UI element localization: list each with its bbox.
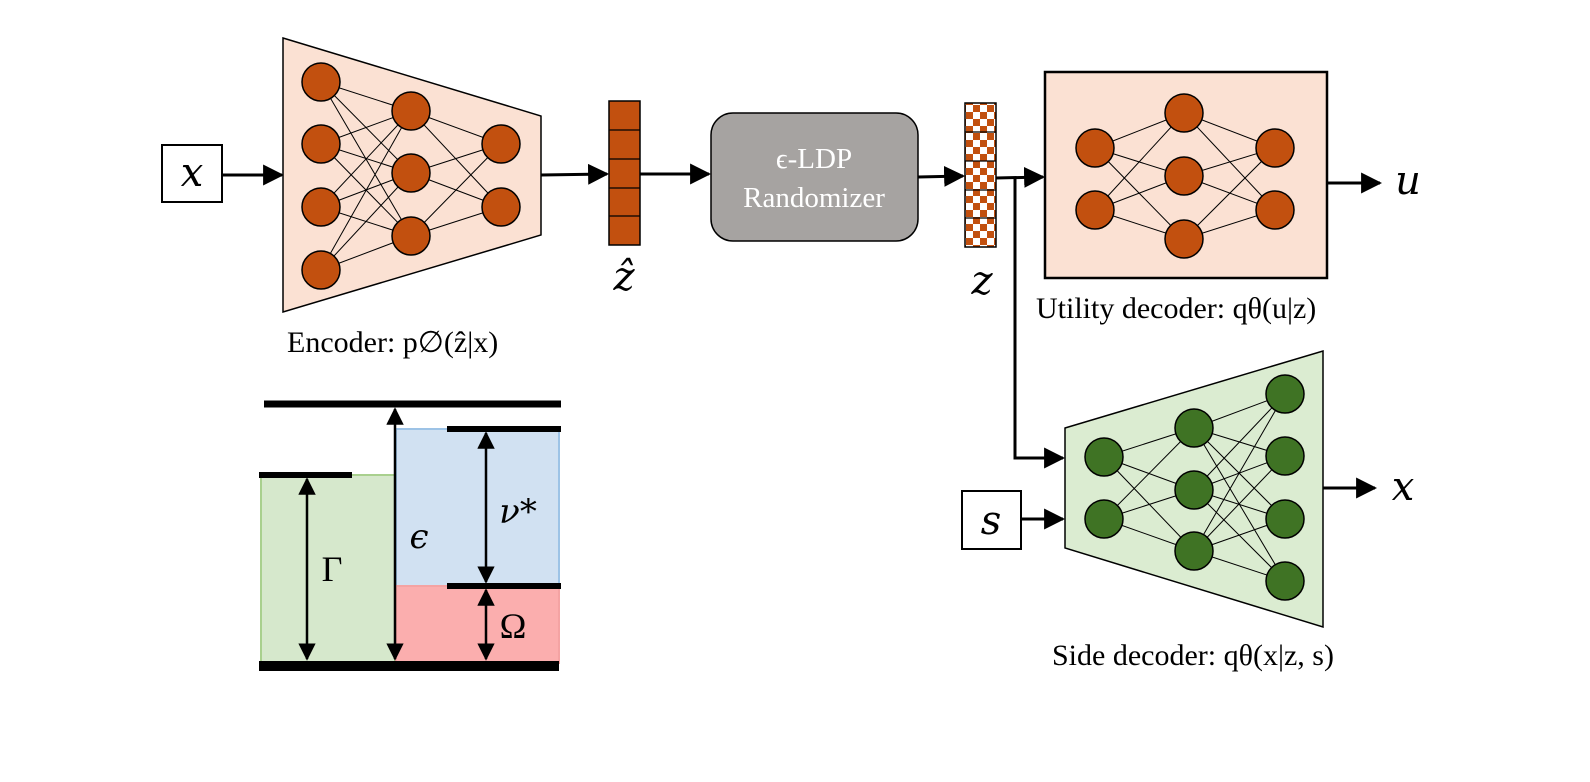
utility-decoder-neuron <box>1075 190 1115 230</box>
side-decoder-neuron <box>1084 437 1124 477</box>
input-s-label: s <box>981 498 1002 544</box>
utility-decoder-neurons <box>1075 93 1295 259</box>
side-decoder-connection <box>1193 393 1286 491</box>
side-decoder-neuron <box>1265 499 1305 539</box>
output-x-label: x <box>1392 464 1415 510</box>
side-decoder-neuron <box>1084 499 1124 539</box>
side-decoder-connection <box>1193 455 1286 552</box>
z-hat-label: ẑ <box>612 254 635 300</box>
encoder-neuron <box>301 250 341 290</box>
utility-decoder-neuron <box>1255 128 1295 168</box>
utility-decoder-connection <box>1183 147 1276 240</box>
encoder-neuron <box>481 187 521 227</box>
encoder-neuron <box>391 153 431 193</box>
encoder-neuron <box>301 62 341 102</box>
input-x-label: x <box>181 150 204 196</box>
randomizer-label-line2: Randomizer <box>743 182 885 214</box>
input-x-box: x <box>161 144 223 203</box>
side-decoder-neuron <box>1265 436 1305 476</box>
side-decoder-caption: Side decoder: qθ(x|z, s) <box>1052 639 1334 672</box>
nu-star-symbol: ν* <box>499 492 537 532</box>
epsilon-symbol: ϵ <box>409 517 428 557</box>
privacy-budget-diagram: Γ ϵ ν* Ω <box>259 400 561 671</box>
omega-symbol: Ω <box>500 606 527 646</box>
omega-region <box>395 585 560 664</box>
randomizer-label-line1: ϵ-LDP <box>776 143 852 175</box>
encoder-network <box>282 36 542 314</box>
utility-decoder-caption: Utility decoder: qθ(u|z) <box>1036 292 1316 325</box>
utility-decoder-neuron <box>1255 190 1295 230</box>
side-decoder-connection <box>1193 393 1286 552</box>
encoder-neurons <box>301 62 521 290</box>
utility-decoder-connection <box>1094 112 1185 211</box>
encoder-neuron <box>481 124 521 164</box>
side-decoder-neuron <box>1174 470 1214 510</box>
z-label: z <box>970 258 993 304</box>
encoder-neuron <box>301 124 341 164</box>
utility-decoder-neuron <box>1164 93 1204 133</box>
z-vector <box>964 102 997 248</box>
arrow-z-to-utility-decoder <box>995 166 1046 188</box>
side-decoder-neuron <box>1265 561 1305 601</box>
utility-decoder-neuron <box>1164 219 1204 259</box>
side-decoder-neuron <box>1174 531 1214 571</box>
side-decoder-network <box>1064 349 1324 629</box>
ldp-randomizer-block: ϵ-LDP Randomizer <box>710 112 919 242</box>
side-decoder-neurons <box>1084 374 1305 601</box>
side-decoder-neuron <box>1174 408 1214 448</box>
encoder-connection <box>320 110 412 271</box>
encoder-neuron <box>301 187 341 227</box>
gamma-symbol: Γ <box>322 549 343 589</box>
encoder-connection <box>320 172 412 271</box>
arrow-encoder-to-zhat <box>540 163 610 185</box>
side-decoder-connection <box>1103 427 1195 520</box>
utility-decoder-neuron <box>1164 156 1204 196</box>
utility-decoder-network <box>1043 70 1329 280</box>
encoder-connection <box>410 143 502 237</box>
encoder-neuron <box>391 91 431 131</box>
arrow-z-to-side-decoder <box>1013 178 1066 469</box>
gamma-region <box>260 474 396 664</box>
side-decoder-neuron <box>1265 374 1305 414</box>
encoder-connection <box>320 110 412 208</box>
output-u-label: u <box>1395 158 1421 204</box>
utility-decoder-neuron <box>1075 128 1115 168</box>
arrow-randomizer-to-z <box>917 165 966 187</box>
z-hat-vector <box>608 100 641 246</box>
encoder-neuron <box>391 216 431 256</box>
input-s-box: s <box>961 490 1022 550</box>
encoder-caption: Encoder: p∅(ẑ|x) <box>287 326 498 359</box>
